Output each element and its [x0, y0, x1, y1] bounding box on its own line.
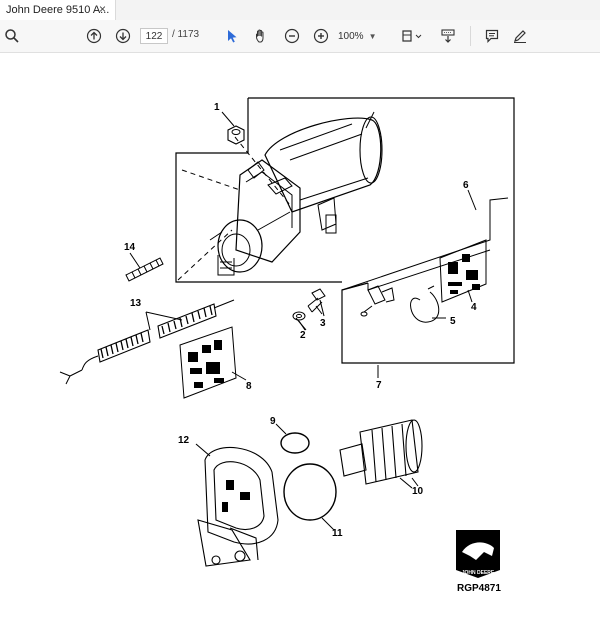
callout-13: 13: [130, 298, 142, 309]
callout-3: 3: [320, 318, 326, 329]
page-total: / 1173: [172, 29, 200, 40]
tab-bar: John Deere 9510 A... ×: [0, 0, 600, 21]
callout-8: 8: [246, 381, 252, 392]
pdf-toolbar: / 1173 100% ▼: [0, 20, 600, 53]
callout-5: 5: [450, 316, 456, 327]
comment-icon[interactable]: [482, 20, 502, 52]
parts-diagram: 1 2 3 4 5 6 7 8 9 10 11 12 13 14 JOHN DE…: [59, 97, 515, 594]
zoom-in-icon[interactable]: [311, 20, 331, 52]
callout-6: 6: [463, 180, 469, 191]
toolbar-divider: [470, 26, 471, 46]
callout-14: 14: [124, 242, 136, 253]
zoom-select[interactable]: 100% ▼: [338, 28, 388, 44]
page-up-icon[interactable]: [84, 20, 104, 52]
search-icon[interactable]: [2, 20, 22, 52]
callout-2: 2: [300, 330, 306, 341]
callout-10: 10: [412, 486, 424, 497]
tab-close-icon[interactable]: ×: [99, 2, 107, 16]
hand-tool-icon[interactable]: [252, 20, 272, 52]
figure-id: RGP4871: [457, 583, 501, 594]
zoom-out-icon[interactable]: [282, 20, 302, 52]
zoom-value: 100%: [338, 30, 364, 42]
document-tab[interactable]: John Deere 9510 A... ×: [0, 0, 116, 20]
callout-11: 11: [332, 528, 343, 539]
callout-9: 9: [270, 416, 276, 427]
callout-12: 12: [178, 435, 190, 446]
callout-1: 1: [214, 102, 220, 113]
fit-page-icon[interactable]: [398, 20, 428, 52]
select-cursor-icon[interactable]: [222, 20, 242, 52]
chevron-down-icon: ▼: [368, 31, 377, 41]
page-down-icon[interactable]: [113, 20, 133, 52]
callout-7: 7: [376, 380, 382, 391]
pen-icon[interactable]: [510, 20, 530, 52]
tab-title: John Deere 9510 A...: [6, 4, 110, 16]
callout-4: 4: [471, 302, 477, 313]
logo-text: JOHN DEERE: [462, 570, 495, 576]
john-deere-logo: JOHN DEERE: [456, 530, 500, 578]
page-number-input[interactable]: [140, 28, 168, 44]
document-page: 1 2 3 4 5 6 7 8 9 10 11 12 13 14 JOHN DE…: [0, 53, 600, 630]
scroll-mode-icon[interactable]: [436, 20, 460, 52]
